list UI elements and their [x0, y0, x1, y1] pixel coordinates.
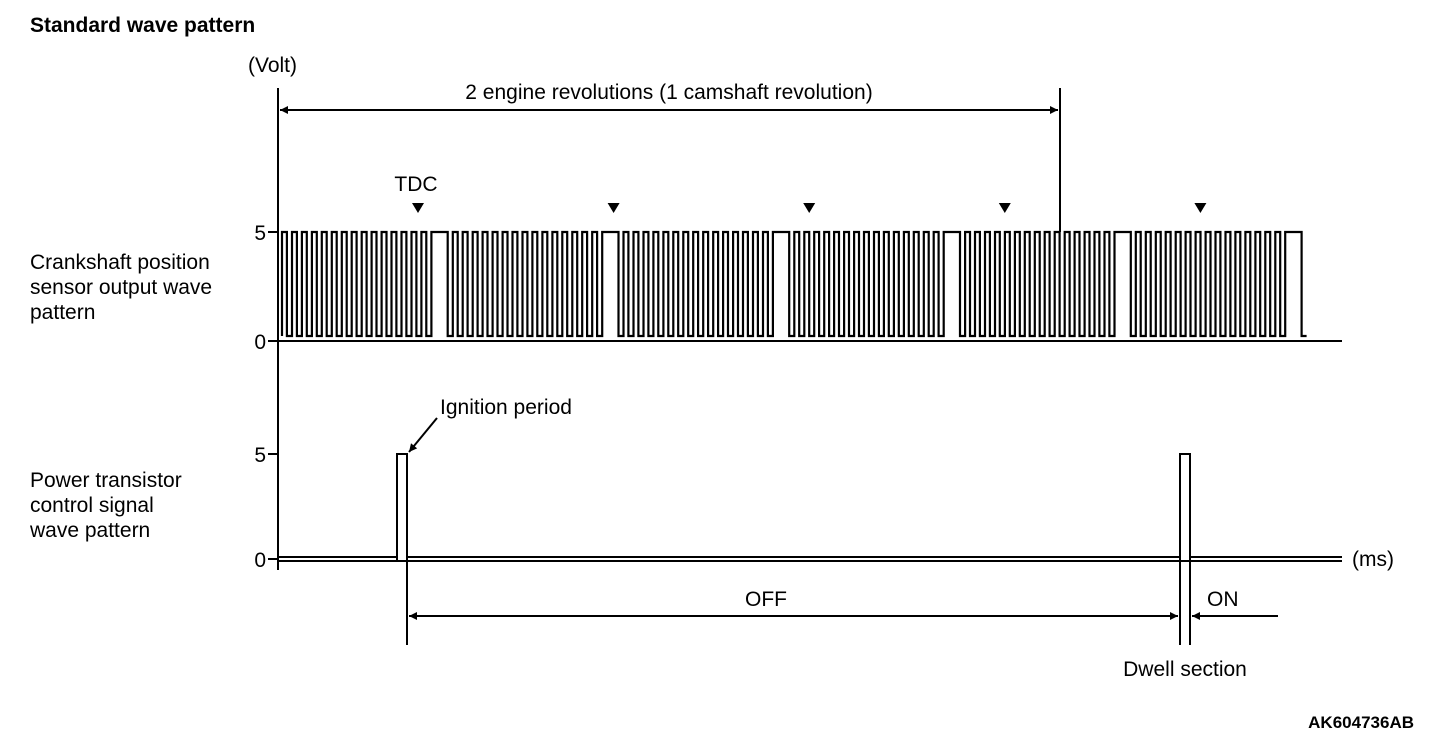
tdc-label: TDC: [394, 173, 437, 196]
x-axis-unit: (ms): [1352, 548, 1394, 571]
power-label: Power transistor control signal wave pat…: [29, 469, 182, 542]
power-label-line-1: Power transistor: [30, 469, 182, 492]
ignition-label: Ignition period: [440, 396, 572, 419]
y-axis-unit: (Volt): [248, 54, 297, 77]
crank-level-high: 5: [254, 222, 266, 245]
off-label: OFF: [745, 588, 787, 611]
power-label-line-2: control signal: [30, 494, 154, 517]
crank-label-line-1: Crankshaft position: [30, 251, 210, 274]
ignition-pulse: [396, 453, 408, 562]
dwell-pulse: [1179, 453, 1191, 562]
tdc-marker: [607, 203, 620, 213]
crank-label-line-2: sensor output wave: [30, 276, 212, 299]
dwell-section-label: Dwell section: [1123, 658, 1247, 681]
page-title: Standard wave pattern: [30, 14, 255, 37]
figure-code: AK604736AB: [1308, 713, 1414, 732]
crank-level-low: 0: [254, 331, 266, 354]
power-wave: [278, 453, 1342, 562]
on-label: ON: [1207, 588, 1239, 611]
revolution-label: 2 engine revolutions (1 camshaft revolut…: [465, 81, 872, 104]
crank-label: Crankshaft position sensor output wave p…: [30, 251, 212, 324]
crank-wave: [280, 230, 1307, 338]
tdc-marker: [803, 203, 816, 213]
tdc-markers: [412, 203, 1207, 213]
crank-label-line-3: pattern: [30, 301, 95, 324]
tdc-marker: [412, 203, 424, 213]
ignition-arrow: [408, 417, 438, 453]
power-level-high: 5: [254, 444, 266, 467]
tdc-marker: [1194, 203, 1207, 213]
power-label-line-3: wave pattern: [29, 519, 150, 542]
tdc-marker: [998, 203, 1011, 213]
power-level-low: 0: [254, 549, 266, 572]
